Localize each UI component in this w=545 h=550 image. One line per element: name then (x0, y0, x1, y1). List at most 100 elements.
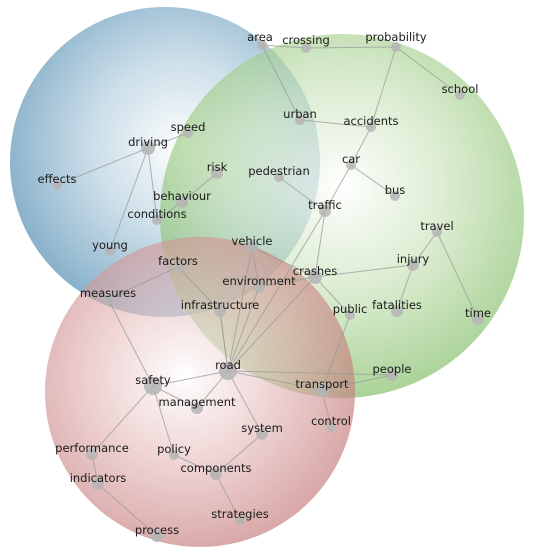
edge-injury-travel (412, 231, 438, 266)
node-pedestrian: pedestrian (248, 164, 310, 182)
node-dot-factors (172, 261, 184, 273)
edge-environment-road (227, 286, 260, 372)
edge-factors-infrastructure (177, 266, 221, 312)
node-label-young: young (92, 238, 128, 252)
edge-vehicle-environment (251, 246, 260, 288)
node-label-factors: factors (158, 254, 198, 268)
node-risk: risk (207, 160, 228, 179)
node-label-probability: probability (365, 30, 427, 44)
node-travel: travel (420, 219, 454, 237)
node-label-vehicle: vehicle (232, 234, 273, 248)
edge-public-transport (321, 314, 351, 391)
edge-components-policy (173, 454, 217, 475)
node-car: car (342, 152, 360, 170)
node-safety: safety (135, 373, 171, 395)
node-time: time (465, 306, 491, 325)
node-label-process: process (135, 523, 179, 537)
node-driving: driving (128, 135, 168, 155)
node-crashes: crashes (293, 264, 337, 284)
node-label-safety: safety (135, 373, 171, 387)
node-label-school: school (442, 82, 479, 96)
node-label-urban: urban (283, 107, 317, 121)
node-label-bus: bus (385, 183, 406, 197)
node-label-measures: measures (80, 286, 136, 300)
node-dot-pedestrian (274, 172, 284, 182)
node-label-injury: injury (397, 252, 430, 266)
node-injury: injury (397, 252, 430, 271)
edge-injury-fatalities (396, 264, 414, 312)
node-crossing: crossing (282, 33, 330, 53)
node-dot-effects (52, 180, 62, 190)
node-probability: probability (365, 30, 427, 52)
node-dot-people (386, 369, 398, 381)
edge-driving-conditions (147, 147, 158, 221)
node-dot-transport (315, 383, 329, 397)
node-dot-control (326, 422, 336, 432)
edge-probability-crossing (305, 46, 397, 49)
edge-driving-speed (147, 132, 189, 149)
node-speed: speed (171, 120, 206, 138)
edge-probability-school (395, 46, 461, 96)
node-traffic: traffic (308, 198, 342, 217)
node-label-behaviour: behaviour (153, 189, 211, 203)
node-dot-system (256, 428, 268, 440)
edge-accidents-car (350, 126, 372, 166)
node-label-crossing: crossing (282, 33, 330, 47)
node-dot-measures (102, 293, 114, 305)
edge-crashes-road (227, 276, 316, 372)
node-road: road (215, 358, 241, 380)
edge-traffic-road (227, 210, 326, 372)
node-dot-performance (86, 448, 98, 460)
node-dot-crossing (301, 43, 311, 53)
edge-system-components (215, 433, 263, 475)
node-dot-management (191, 402, 203, 414)
node-dot-vehicle (246, 241, 258, 253)
edge-risk-behaviour (181, 172, 218, 203)
node-label-area: area (247, 30, 273, 44)
node-measures: measures (80, 286, 136, 305)
node-process: process (135, 523, 179, 542)
node-label-traffic: traffic (308, 198, 342, 212)
node-fatalities: fatalities (372, 298, 422, 317)
node-vehicle: vehicle (232, 234, 273, 253)
node-components: components (180, 461, 252, 480)
node-environment: environment (222, 274, 296, 293)
node-label-performance: performance (55, 441, 129, 455)
edge-crashes-injury (314, 264, 414, 278)
node-dot-fatalities (391, 305, 403, 317)
node-effects: effects (38, 172, 76, 190)
node-dot-car (346, 160, 356, 170)
node-dot-safety (144, 377, 162, 395)
node-dot-conditions (152, 215, 162, 225)
node-dot-young (105, 246, 115, 256)
edge-road-system (227, 370, 263, 435)
node-dot-indicators (92, 478, 104, 490)
node-label-people: people (373, 362, 412, 376)
node-urban: urban (283, 107, 317, 125)
node-dot-school (455, 90, 465, 100)
node-label-control: control (311, 414, 351, 428)
node-label-travel: travel (420, 219, 453, 233)
node-dot-infrastructure (214, 305, 226, 317)
node-label-driving: driving (128, 135, 168, 149)
node-label-risk: risk (207, 160, 228, 174)
edge-crashes-environment (258, 276, 316, 288)
node-dot-components (210, 468, 222, 480)
edge-travel-time (436, 231, 479, 320)
node-dot-road (219, 362, 237, 380)
node-behaviour: behaviour (153, 189, 211, 208)
node-policy: policy (157, 442, 191, 460)
node-dot-policy (169, 450, 179, 460)
node-transport: transport (295, 377, 349, 397)
node-label-conditions: conditions (127, 207, 186, 221)
node-infrastructure: infrastructure (181, 298, 259, 317)
edge-factors-measures (107, 266, 179, 300)
node-label-crashes: crashes (293, 264, 337, 278)
node-conditions: conditions (127, 207, 187, 225)
node-label-management: management (158, 395, 236, 409)
edge-safety-policy (152, 385, 175, 456)
node-dot-environment (253, 281, 265, 293)
node-label-speed: speed (171, 120, 206, 134)
